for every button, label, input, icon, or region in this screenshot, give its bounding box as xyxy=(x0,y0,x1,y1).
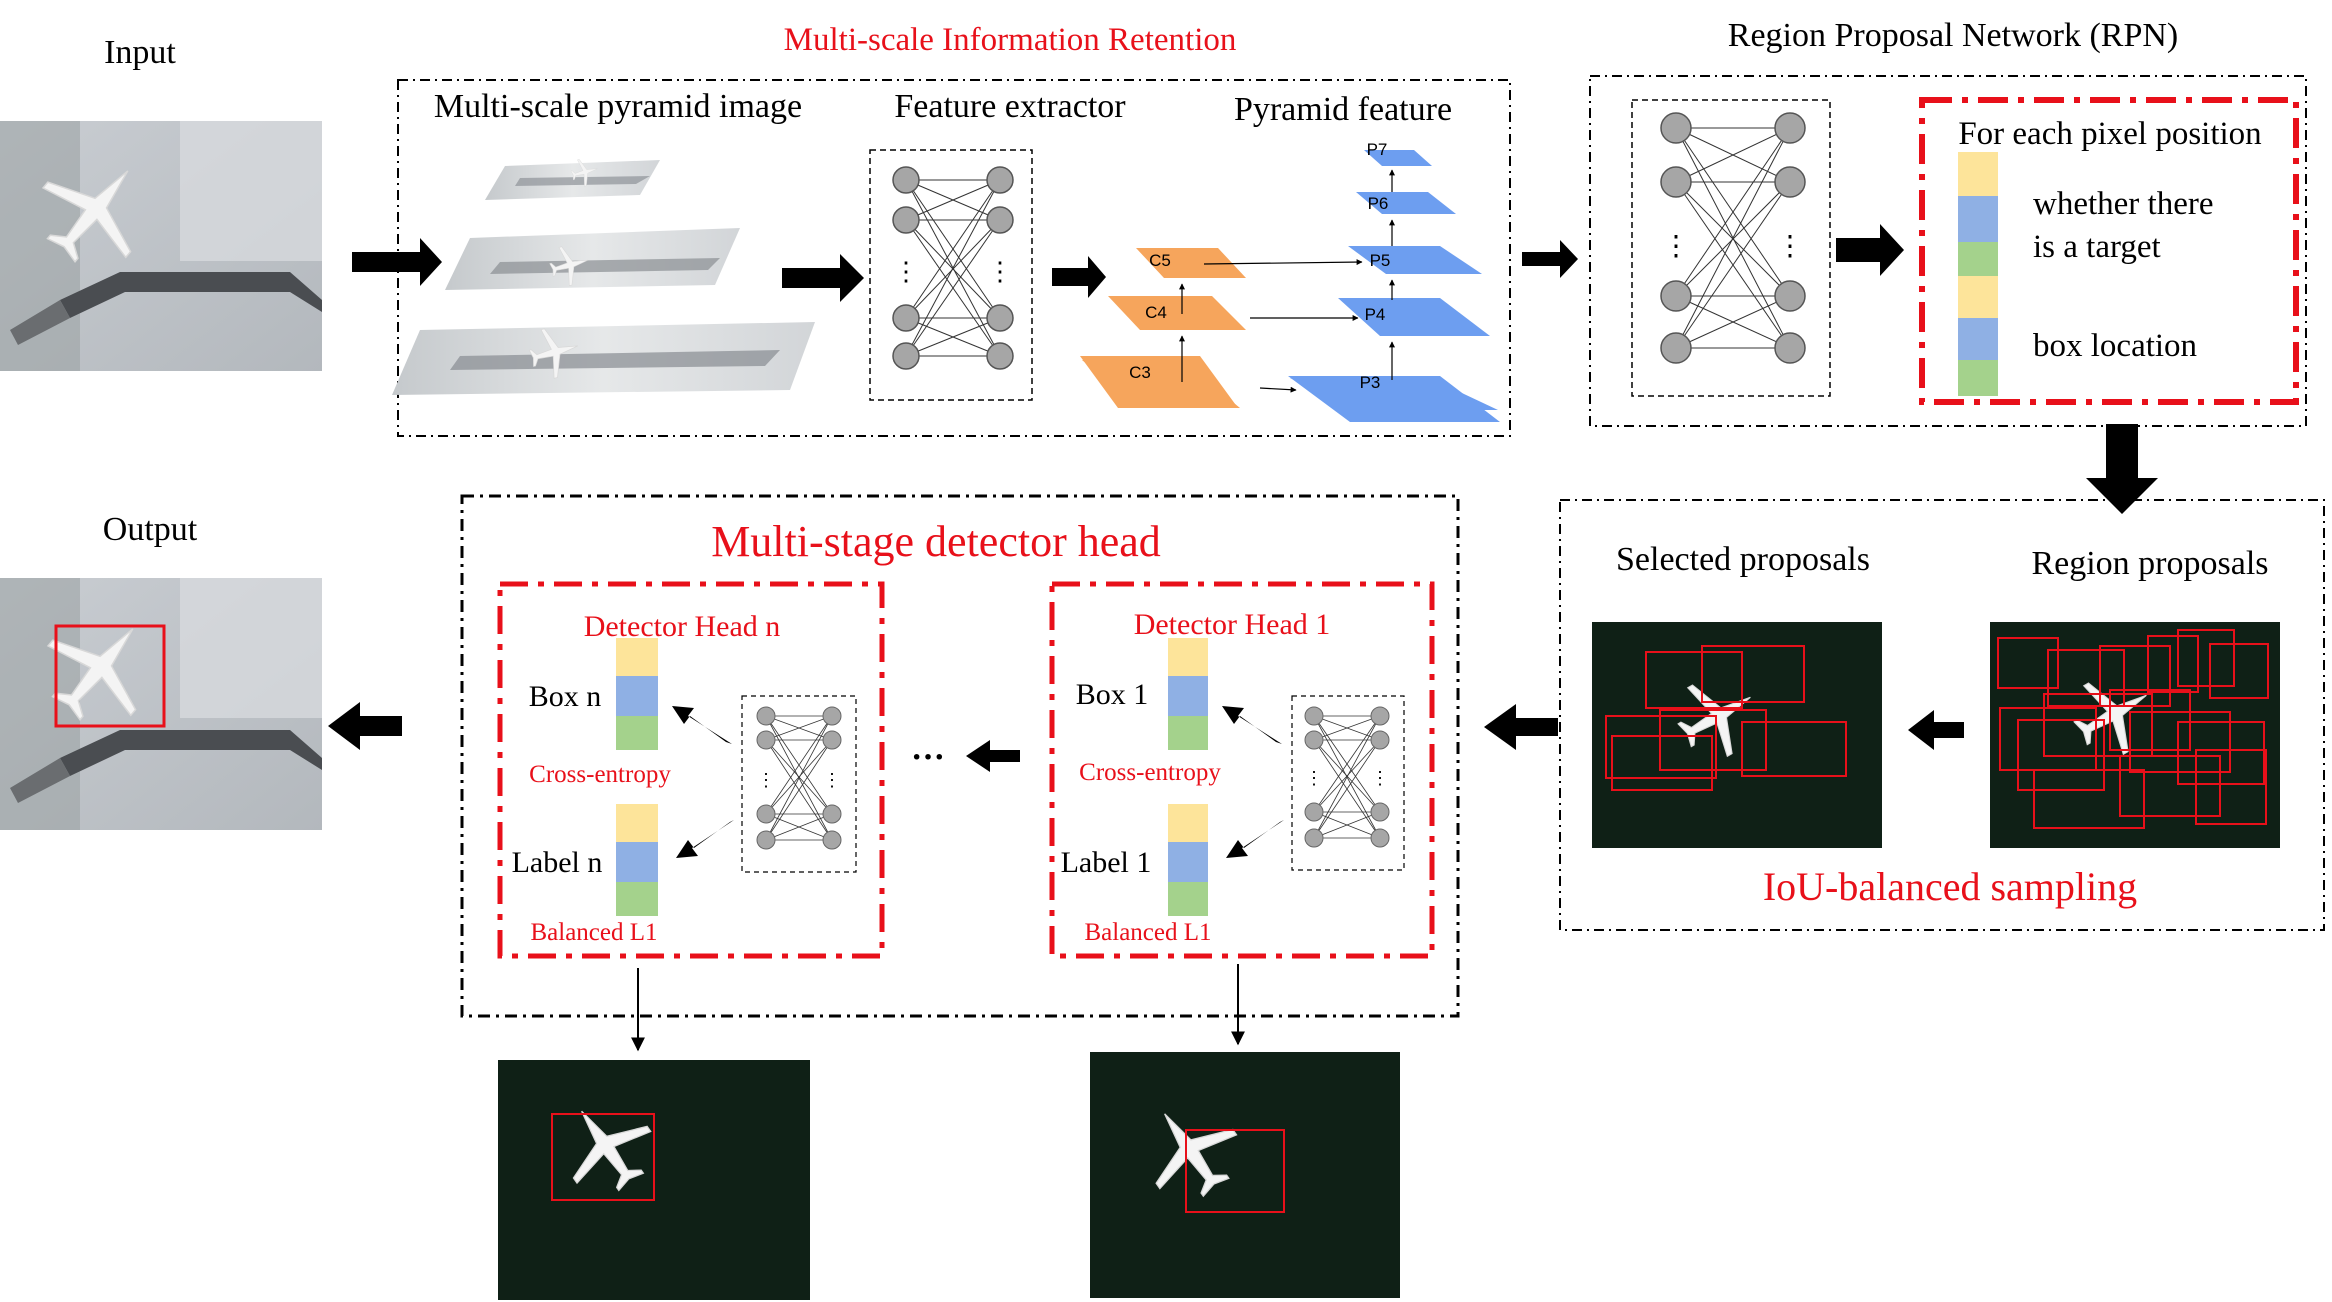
arrow-to-rpn xyxy=(1522,240,1578,278)
detector-head-1-box xyxy=(1049,581,1435,959)
svg-text:⋮: ⋮ xyxy=(893,257,919,286)
balanced-l1-1-label: Balanced L1 xyxy=(1084,919,1211,946)
c5-plane xyxy=(1136,248,1246,278)
arrow-head1-to-headn xyxy=(966,740,1020,772)
arrow-region-to-selected xyxy=(1908,710,1964,750)
iou-sampling-label: IoU-balanced sampling xyxy=(1763,864,2137,909)
cross-entropy-1-label: Cross-entropy xyxy=(1079,759,1221,786)
p3-label: P3 xyxy=(1360,373,1381,392)
label-1-stripes xyxy=(1168,804,1208,916)
rpn-output-stripes xyxy=(1958,152,1998,396)
heads-ellipsis: ··· xyxy=(911,739,945,776)
mir-title: Multi-scale Information Retention xyxy=(784,22,1237,58)
arrow-to-features xyxy=(1052,256,1106,298)
arrow-rpn-internal xyxy=(1836,224,1904,276)
arrow-rpn-down xyxy=(2086,424,2158,514)
pyramid-images xyxy=(392,155,815,395)
head-title: Multi-stage detector head xyxy=(711,517,1161,566)
p4-label: P4 xyxy=(1365,305,1386,324)
input-aerial-image xyxy=(0,121,322,371)
box-1-stripes xyxy=(1168,638,1208,750)
pyramid-features: C3 C4 C5 P3 P4 P5 P6 P7 xyxy=(1080,140,1500,422)
p5-label: P5 xyxy=(1370,251,1391,270)
pixel-position-box xyxy=(1919,97,2299,405)
arrow-sampling-to-head xyxy=(1484,704,1558,750)
p7-plane xyxy=(1364,150,1432,166)
p7-label: P7 xyxy=(1367,140,1388,159)
rpn-title: Region Proposal Network (RPN) xyxy=(1728,17,2178,54)
p6-label: P6 xyxy=(1368,194,1389,213)
feature-extractor-label: Feature extractor xyxy=(894,88,1126,125)
svg-text:⋮: ⋮ xyxy=(757,770,775,790)
box-n-label: Box n xyxy=(529,680,602,713)
p4-plane xyxy=(1338,298,1490,336)
p6-plane xyxy=(1356,192,1456,214)
head-n-network: ⋮ ⋮ xyxy=(741,695,857,873)
label-n-label: Label n xyxy=(512,846,603,879)
selected-proposals-image xyxy=(1592,622,1882,848)
input-label: Input xyxy=(104,34,176,71)
detector-head-n-label: Detector Head n xyxy=(584,610,781,643)
arrow-to-output xyxy=(328,702,402,750)
pyramid-feature-label: Pyramid feature xyxy=(1234,91,1452,128)
output-detection-box xyxy=(54,624,166,728)
c3-label: C3 xyxy=(1129,363,1151,382)
head-1-network: ⋮ ⋮ xyxy=(1291,695,1405,871)
label-1-label: Label 1 xyxy=(1061,846,1152,879)
box-1-label: Box 1 xyxy=(1076,678,1149,711)
box-location-label: box location xyxy=(2033,328,2197,364)
pyramid-image-label: Multi-scale pyramid image xyxy=(434,88,802,125)
whether-label-1: whether there xyxy=(2033,186,2214,222)
c4-label: C4 xyxy=(1145,303,1167,322)
region-proposals-image xyxy=(1990,622,2280,848)
output-label: Output xyxy=(103,511,198,548)
arrow-to-extractor xyxy=(782,254,864,302)
svg-text:⋮: ⋮ xyxy=(823,770,841,790)
output-aerial-image xyxy=(0,578,322,830)
selected-proposals-label: Selected proposals xyxy=(1616,541,1870,578)
rpn-box xyxy=(1589,75,2307,427)
balanced-l1-n-label: Balanced L1 xyxy=(530,919,657,946)
head-n-result-image xyxy=(498,1060,810,1300)
label-n-stripes xyxy=(616,804,658,916)
c4-plane xyxy=(1108,296,1246,330)
p5-plane xyxy=(1348,246,1482,274)
svg-text:⋮: ⋮ xyxy=(1305,768,1323,788)
detector-head-1-label: Detector Head 1 xyxy=(1134,608,1331,641)
cross-entropy-n-label: Cross-entropy xyxy=(529,761,671,788)
mir-box xyxy=(397,79,1511,437)
svg-text:⋮: ⋮ xyxy=(1371,768,1389,788)
arrow-head-1-box xyxy=(1222,706,1282,744)
detector-head-n-box xyxy=(497,581,885,959)
head-box xyxy=(460,494,1460,1018)
svg-text:⋮: ⋮ xyxy=(1662,231,1690,262)
c5-label: C5 xyxy=(1149,251,1171,270)
feature-extractor-network: ⋮ ⋮ xyxy=(869,149,1033,401)
arrow-head-n-label xyxy=(676,820,734,858)
for-each-pixel-label: For each pixel position xyxy=(1958,116,2261,152)
arrow-head-1-label xyxy=(1226,820,1284,858)
svg-text:⋮: ⋮ xyxy=(1776,231,1804,262)
arrow-head-n-box xyxy=(672,706,732,744)
region-proposals-label: Region proposals xyxy=(2031,545,2268,582)
box-n-stripes xyxy=(616,638,658,750)
whether-label-2: is a target xyxy=(2033,229,2161,265)
rpn-network: ⋮ ⋮ xyxy=(1631,99,1831,397)
head-1-result-image xyxy=(1090,1052,1400,1298)
svg-text:⋮: ⋮ xyxy=(987,257,1013,286)
sampling-box xyxy=(1559,499,2325,931)
